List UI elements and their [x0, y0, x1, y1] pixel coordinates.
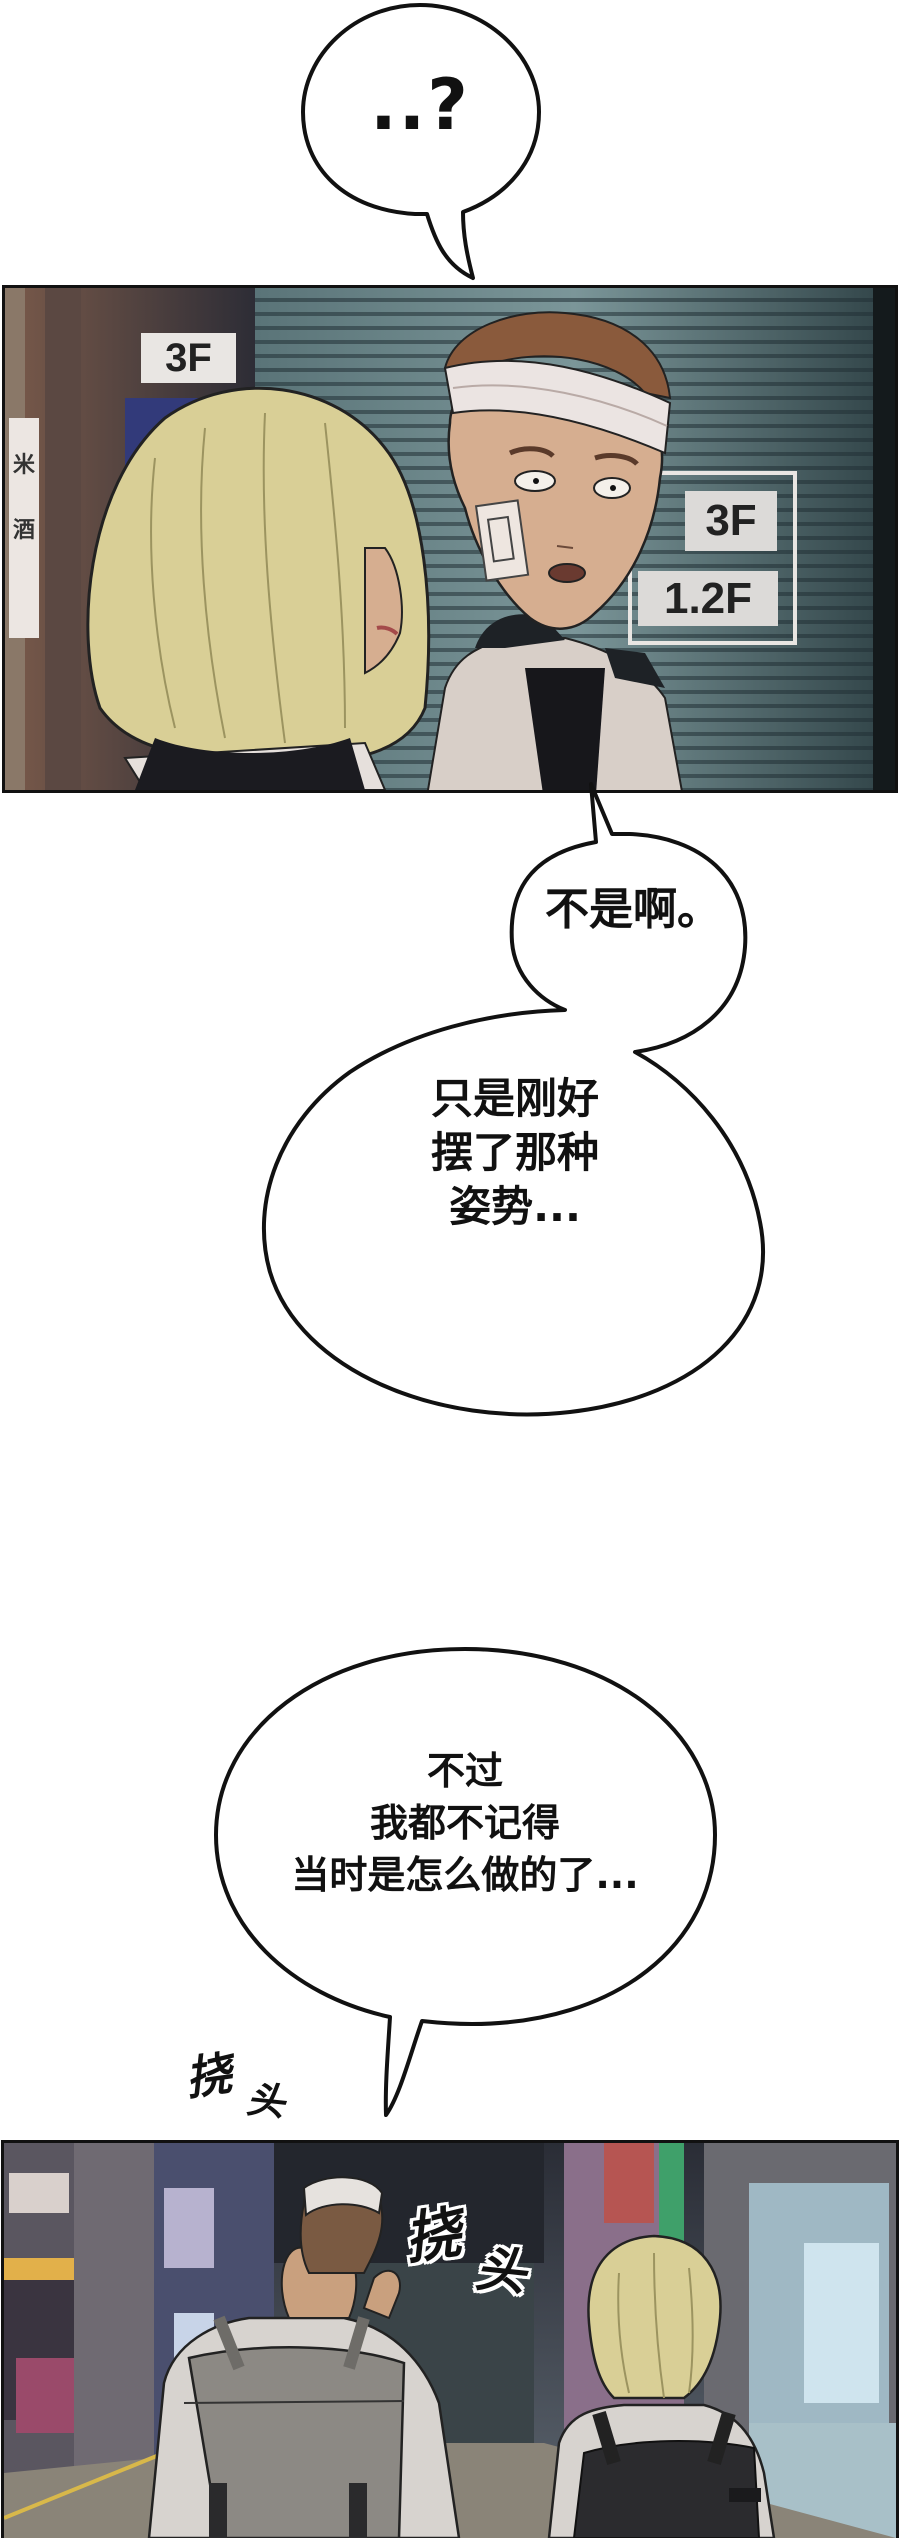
bubble-4-shape — [214, 1647, 717, 2117]
speech-bubble-1: ..? — [295, 0, 545, 290]
sfx-scratch-head-2: 挠 头 — [400, 2191, 564, 2311]
vertical-sign-char-2: 酒 — [12, 517, 35, 543]
bubble-1-text: ..? — [370, 64, 470, 146]
speech-bubble-4: 不过 我都不记得 当时是怎么做的了... — [210, 1645, 720, 2120]
comic-panel-1: 3F 3F 1.2F 米 酒 — [2, 285, 898, 793]
sfx-2-char-2: 头 — [472, 2238, 529, 2303]
bubble-3-text: 只是刚好 摆了那种 姿势... — [430, 1074, 599, 1231]
sign-3f-left: 3F — [141, 333, 236, 383]
bubble-2-3-shape — [261, 782, 766, 1417]
bubble-1-shape — [301, 3, 541, 280]
speech-bubble-group-2-3: 不是啊。 只是刚好 摆了那种 姿势... — [240, 782, 780, 1422]
comic-panel-2: 挠 头 — [1, 2140, 899, 2538]
sfx-2-char-1: 挠 — [400, 2199, 465, 2273]
sfx-1-char-2: 头 — [244, 2076, 287, 2125]
sign-1-2f: 1.2F — [638, 571, 778, 626]
sfx-scratch-head-1: 挠 头 — [182, 2040, 335, 2130]
bubble-2-text: 不是啊。 — [545, 884, 721, 935]
sign-3f-right: 3F — [685, 491, 777, 551]
vertical-sign-char-1: 米 — [12, 452, 35, 478]
bubble-4-text: 不过 我都不记得 当时是怎么做的了... — [291, 1749, 639, 1897]
panel-1-illustration — [5, 288, 895, 790]
panel-2-illustration — [4, 2143, 896, 2538]
sfx-1-char-1: 挠 — [181, 2046, 235, 2106]
